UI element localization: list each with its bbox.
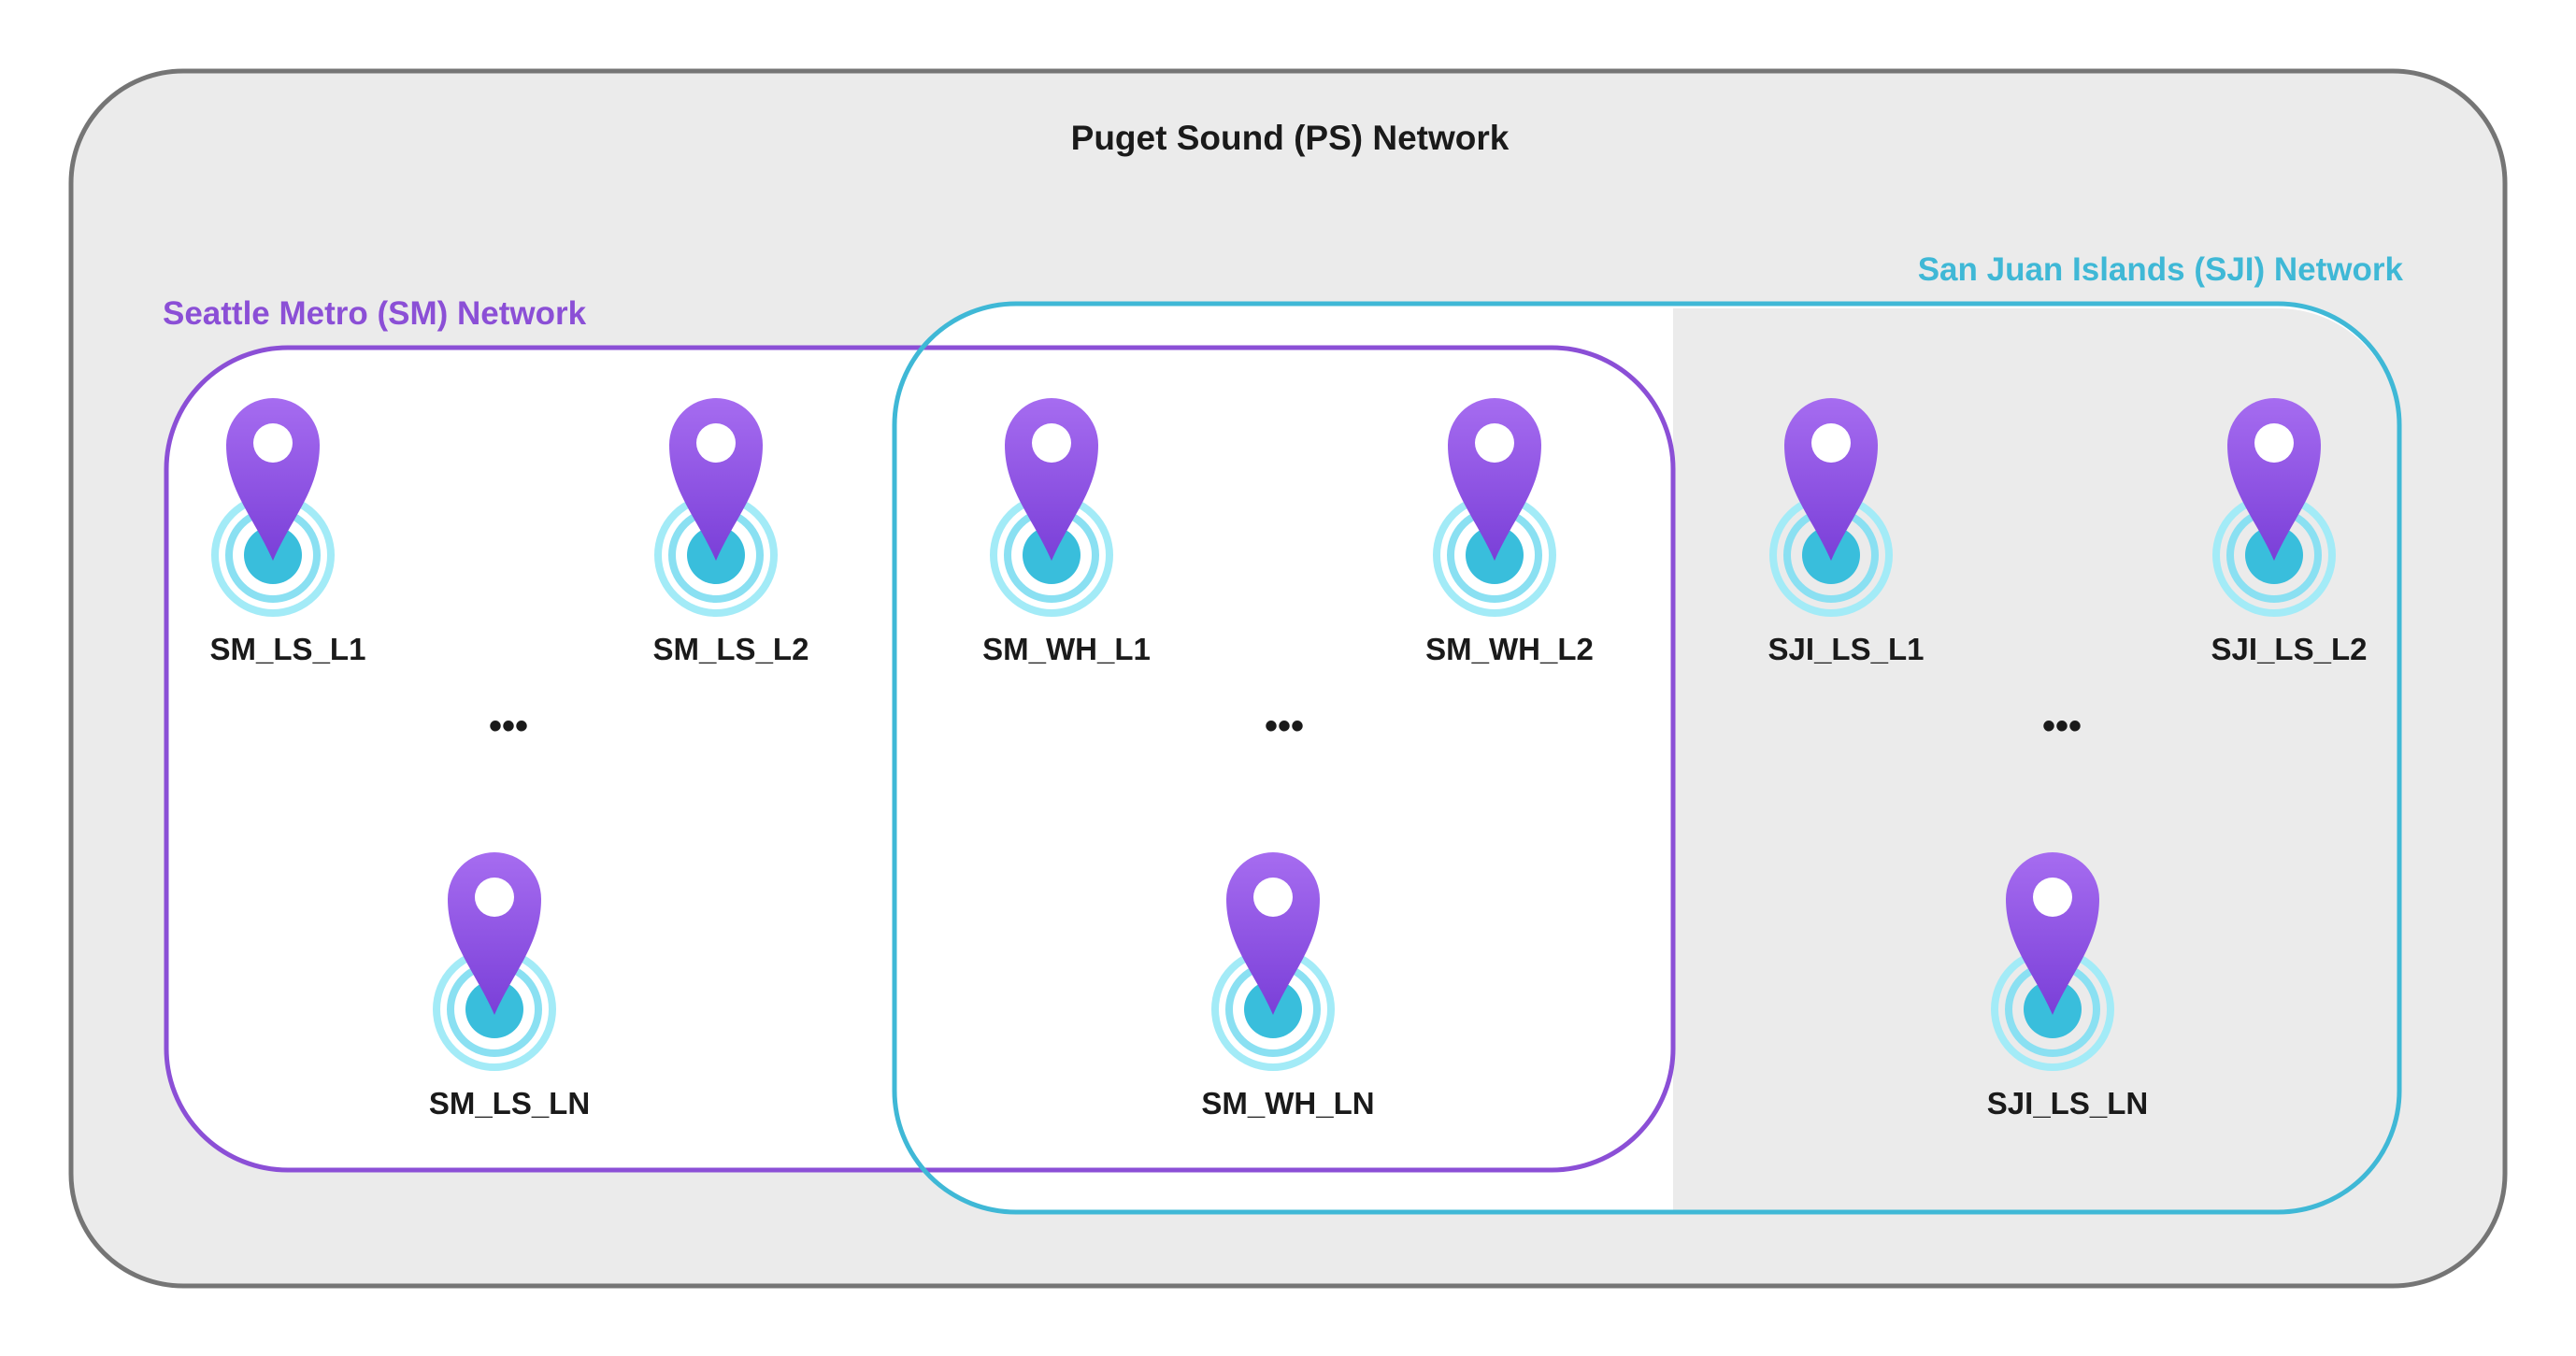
- node-label: SJI_LS_L2: [2211, 632, 2368, 666]
- node-label: SJI_LS_LN: [1987, 1086, 2148, 1120]
- node-label: SM_WH_L1: [982, 632, 1151, 666]
- node-label: SM_LS_LN: [429, 1086, 590, 1120]
- sji-ls-ellipsis: •••: [2042, 706, 2082, 747]
- location-node: SM_WH_L1: [982, 398, 1151, 666]
- location-node: SJI_LS_LN: [1987, 852, 2148, 1120]
- node-label: SM_LS_L1: [210, 632, 366, 666]
- san-juan-network-label: San Juan Islands (SJI) Network: [1918, 251, 2404, 288]
- puget-sound-network-label: Puget Sound (PS) Network: [1071, 119, 1510, 157]
- node-label: SJI_LS_L1: [1768, 632, 1925, 666]
- node-label: SM_WH_LN: [1201, 1086, 1374, 1120]
- map-pin-icon: [1448, 398, 1541, 561]
- map-pin-icon: [1005, 398, 1098, 561]
- san-juan-network-boundary: [892, 301, 2402, 1215]
- location-node: SM_LS_L2: [653, 398, 809, 666]
- map-pin-icon: [669, 398, 763, 561]
- node-label: SM_LS_L2: [653, 632, 809, 666]
- seattle-metro-network-label: Seattle Metro (SM) Network: [163, 295, 587, 332]
- location-node: SM_WH_L2: [1425, 398, 1594, 666]
- location-node: SM_LS_LN: [429, 852, 590, 1120]
- map-pin-icon: [2006, 852, 2099, 1015]
- node-label: SM_WH_L2: [1425, 632, 1594, 666]
- map-pin-icon: [448, 852, 541, 1015]
- map-pin-icon: [1226, 852, 1320, 1015]
- location-node: SM_WH_LN: [1201, 852, 1375, 1120]
- map-pin-icon: [1784, 398, 1878, 561]
- location-node: SJI_LS_L1: [1768, 398, 1925, 666]
- location-node: SJI_LS_L2: [2211, 398, 2368, 666]
- sm-ls-ellipsis: •••: [489, 706, 528, 747]
- sm-wh-ellipsis: •••: [1265, 706, 1304, 747]
- map-pin-icon: [2227, 398, 2321, 561]
- location-node: SM_LS_L1: [210, 398, 366, 666]
- map-pin-icon: [226, 398, 320, 561]
